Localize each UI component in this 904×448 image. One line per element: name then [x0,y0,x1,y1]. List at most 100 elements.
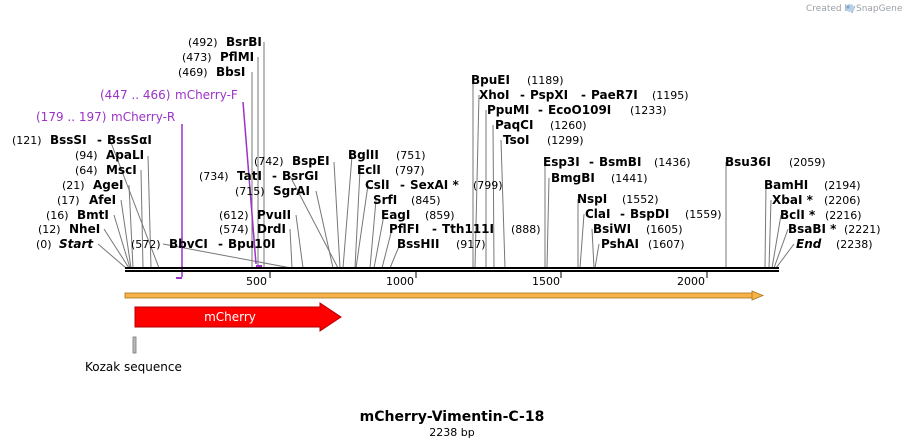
site-bsiwi[interactable]: BsiWI (1605) [593,222,683,236]
site-bsabi[interactable]: BsaBI * (2221) [788,222,881,236]
svg-text:MscI: MscI [106,163,137,177]
svg-text:(2216): (2216) [825,209,862,222]
site-bamhi[interactable]: BamHI (2194) [764,178,861,192]
site-drdi[interactable]: (574) DrdI [219,222,286,236]
site-pvuii[interactable]: (612) PvuII [219,208,291,222]
svg-text:AgeI: AgeI [93,178,123,192]
svg-text:(751): (751) [396,149,426,162]
site-bcli[interactable]: BclI * (2216) [780,208,862,222]
svg-text:(1441): (1441) [611,172,648,185]
svg-text:PspXI: PspXI [530,88,568,102]
svg-text:-: - [538,103,543,117]
site-pflmi[interactable]: (473) PflMI [182,50,254,64]
svg-text:BspDI: BspDI [630,207,669,221]
svg-text:Tth111I: Tth111I [442,222,494,236]
svg-text:(574): (574) [219,223,249,236]
site-tsoi[interactable]: TsoI (1299) [503,133,584,147]
site-sgrai[interactable]: (715) SgrAI [235,184,310,198]
svg-text:AfeI: AfeI [89,193,116,207]
svg-text:BclI *: BclI * [780,208,816,222]
mcherry-label: mCherry [204,310,256,324]
primer-mcherry-f[interactable]: (447 .. 466) mCherry-F [100,88,262,267]
svg-text:PshAI: PshAI [601,237,639,251]
site-tati[interactable]: (734) TatI - BsrGI [199,169,319,183]
svg-text:(734): (734) [199,170,229,183]
site-eagi[interactable]: EagI (859) [381,208,455,222]
svg-text:(0): (0) [36,238,52,251]
svg-text:SgrAI: SgrAI [273,184,310,198]
tick-label: 1500 [532,275,560,288]
site-csli[interactable]: CslI - SexAI * (799) [365,178,503,192]
svg-text:(2238): (2238) [836,238,873,251]
creator-label: Created by [806,4,856,14]
site-esp3i[interactable]: Esp3I - BsmBI (1436) [543,155,691,169]
site-pflfi[interactable]: PflFI - Tth111I (888) [389,222,541,236]
site-bpuei[interactable]: BpuEI (1189) [471,73,564,87]
tick-label: 2000 [677,275,705,288]
svg-text:(799): (799) [473,179,503,192]
kozak-feature[interactable]: Kozak sequence [85,336,182,374]
site-clai[interactable]: ClaI - BspDI (1559) [585,207,722,221]
svg-text:EagI: EagI [381,208,410,222]
svg-text:(94): (94) [75,149,98,162]
site-xhoi[interactable]: XhoI - PspXI - PaeR7I (1195) [479,88,689,102]
svg-text:PaqCI: PaqCI [495,118,533,132]
site-apali[interactable]: (94) ApaLI [75,148,144,162]
svg-text:(2194): (2194) [824,179,861,192]
site-bsu36i[interactable]: Bsu36I (2059) [725,155,826,169]
svg-text:-: - [400,178,405,192]
svg-text:BmgBI: BmgBI [551,171,595,185]
svg-text:BssHII: BssHII [397,237,439,251]
svg-text:(1299): (1299) [547,134,584,147]
site-pshai[interactable]: PshAI (1607) [601,237,685,251]
primer-mcherry-r[interactable]: (179 .. 197) mCherry-R [36,110,183,279]
site-bspei[interactable]: (742) BspEI [254,154,330,168]
site-bglii[interactable]: BglII (751) [348,148,426,162]
svg-text:(888): (888) [511,223,541,236]
svg-text:-: - [620,207,625,221]
dna-backbone [125,267,779,272]
site-afei[interactable]: (17) AfeI [57,193,116,207]
site-nspi[interactable]: NspI (1552) [577,192,659,206]
svg-text:(859): (859) [425,209,455,222]
primer-name: mCherry-R [111,110,175,124]
svg-text:PpuMI: PpuMI [487,103,529,117]
svg-text:XhoI: XhoI [479,88,510,102]
site-ecli[interactable]: EclI (797) [357,163,425,177]
svg-text:End: End [796,237,822,251]
site-end[interactable]: End (2238) [796,237,873,251]
svg-text:(1607): (1607) [648,238,685,251]
svg-text:SexAI *: SexAI * [410,178,459,192]
site-msci[interactable]: (64) MscI [75,163,137,177]
site-xbai[interactable]: XbaI * (2206) [772,193,861,207]
site-bsssi[interactable]: (121) BssSI - BssSαI [12,133,152,147]
svg-text:ClaI: ClaI [585,207,610,221]
site-bbsi[interactable]: (469) BbsI [178,65,245,79]
svg-text:(1605): (1605) [646,223,683,236]
site-paqci[interactable]: PaqCI (1260) [495,118,587,132]
site-nhei[interactable]: (12) NheI [38,222,100,236]
mcherry-feature[interactable]: mCherry [134,302,342,332]
site-srfi[interactable]: SrfI (845) [373,193,441,207]
svg-text:(16): (16) [46,209,69,222]
site-bbvci[interactable]: (572) BbvCI - Bpu10I [131,237,275,251]
site-start[interactable]: (0) Start [36,237,94,251]
site-ppumi[interactable]: PpuMI - EcoO109I (1233) [487,103,667,117]
svg-text:PaeR7I: PaeR7I [591,88,638,102]
svg-text:(64): (64) [75,164,98,177]
site-bsrbi[interactable]: (492) BsrBI [188,35,262,49]
svg-text:(1552): (1552) [622,193,659,206]
orange-feature-arrow[interactable] [124,290,765,301]
svg-text:-: - [97,133,102,147]
tick-label: 1000 [386,275,414,288]
primer-range: (179 .. 197) [36,110,106,124]
scale-ticks: 500 1000 1500 2000 [246,271,708,288]
site-bmgbi[interactable]: BmgBI (1441) [551,171,648,185]
site-bsshii[interactable]: BssHII (917) [397,237,486,251]
site-agei[interactable]: (21) AgeI [62,178,123,192]
svg-text:BspEI: BspEI [292,154,330,168]
brand-label: SnapGene [856,4,903,14]
svg-text:(2206): (2206) [824,194,861,207]
site-bmti[interactable]: (16) BmtI [46,208,109,222]
